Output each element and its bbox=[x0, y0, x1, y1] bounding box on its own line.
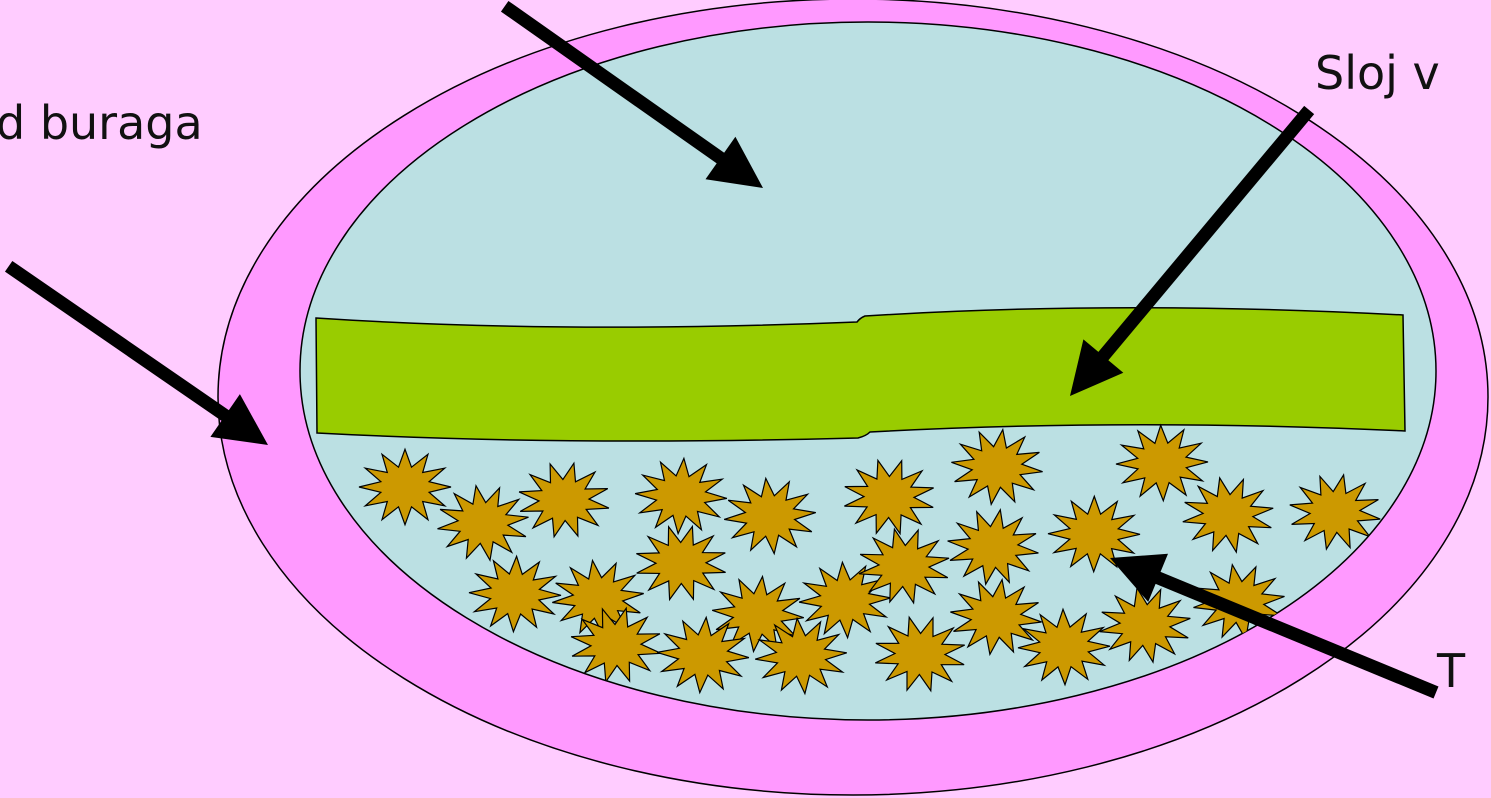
label-sediment: T bbox=[1437, 648, 1465, 694]
floating-layer bbox=[316, 308, 1405, 441]
label-floating-layer: Sloj v bbox=[1315, 50, 1440, 96]
label-rumen-wall: d buraga bbox=[0, 100, 203, 146]
